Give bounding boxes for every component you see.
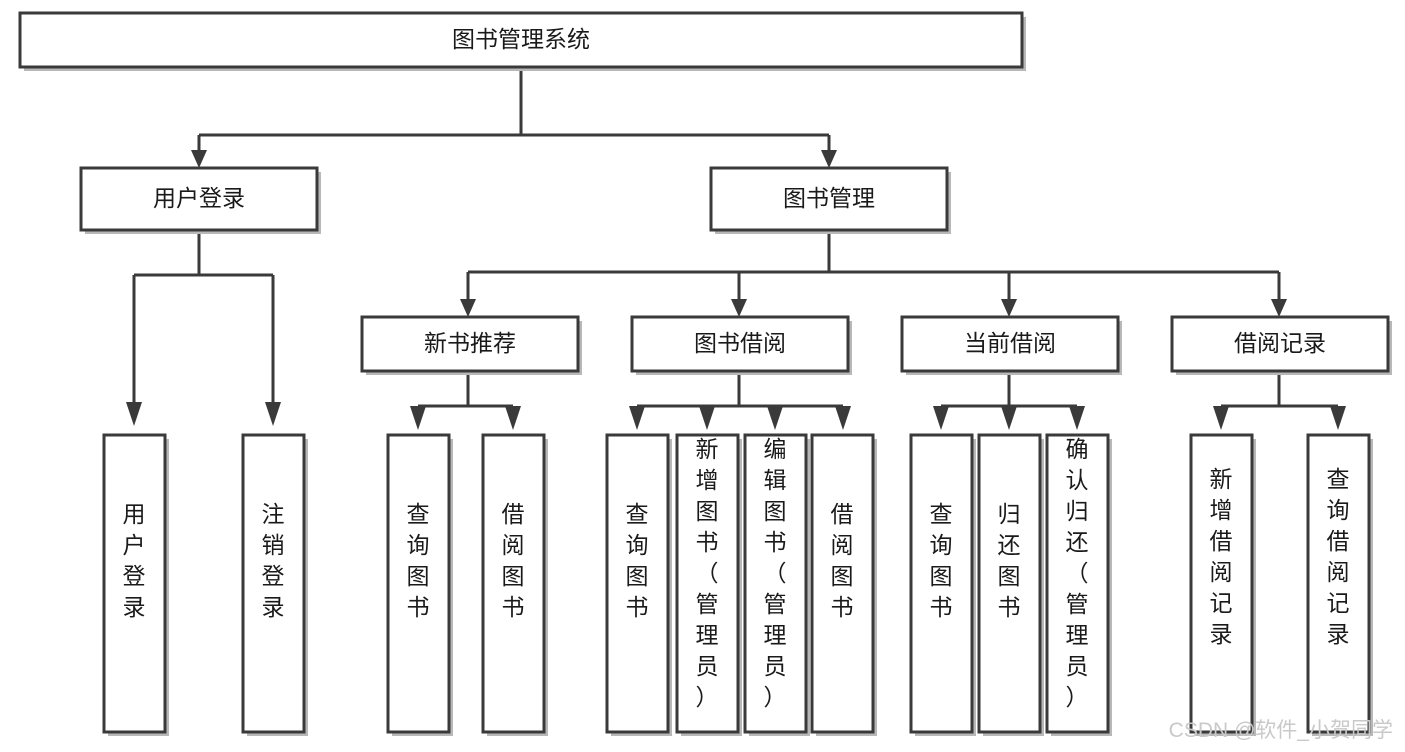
leaf-nb-query-label: 查询图书 xyxy=(407,501,430,620)
connector-group xyxy=(126,67,1346,430)
arrow-book-borrow xyxy=(731,299,747,317)
arrow-br-add xyxy=(1213,406,1229,430)
node-leaf-user-login[interactable]: 用户登录 xyxy=(102,433,169,736)
leaf-br-add-box[interactable] xyxy=(1189,433,1254,734)
borrow-record-label: 借阅记录 xyxy=(1234,330,1326,356)
arrow-cb-query xyxy=(933,406,949,430)
node-leaf-br-query-record[interactable]: 查询借阅记录 xyxy=(1306,433,1373,736)
new-book-recommend-box[interactable] xyxy=(360,315,580,373)
user-login-box[interactable] xyxy=(79,166,319,232)
leaf-bb-edit-box[interactable] xyxy=(743,433,808,734)
node-leaf-cb-return-book[interactable]: 归还图书 xyxy=(977,433,1044,736)
node-book-management[interactable]: 图书管理 xyxy=(709,166,951,234)
node-leaf-logout[interactable]: 注销登录 xyxy=(241,433,308,736)
node-leaf-bb-query-book[interactable]: 查询图书 xyxy=(605,433,672,736)
node-leaf-br-add-record[interactable]: 新增借阅记录 xyxy=(1189,433,1256,736)
leaf-cb-return-box[interactable] xyxy=(977,433,1042,734)
arrow-cb-return xyxy=(1001,406,1017,430)
new-book-recommend-label: 新书推荐 xyxy=(424,330,516,356)
node-leaf-bb-edit-book[interactable]: 编辑图书（管理员） xyxy=(743,433,810,736)
node-current-borrow[interactable]: 当前借阅 xyxy=(900,315,1122,375)
arrow-cb-confirm xyxy=(1069,406,1085,430)
node-leaf-cb-confirm-return[interactable]: 确认归还（管理员） xyxy=(1045,433,1112,736)
leaf-br-query-box[interactable] xyxy=(1306,433,1371,734)
arrow-bb-borrow xyxy=(835,406,851,430)
leaf-br-add-label: 新增借阅记录 xyxy=(1210,466,1233,647)
leaf-cb-query-label: 查询图书 xyxy=(930,501,953,620)
node-leaf-bb-borrow-book[interactable]: 借阅图书 xyxy=(810,433,877,736)
leaf-logout-label: 注销登录 xyxy=(262,501,285,620)
arrow-bb-add xyxy=(699,406,715,430)
leaf-bb-query-label: 查询图书 xyxy=(626,501,649,620)
arrow-bb-query xyxy=(629,406,645,430)
leaf-nb-borrow-box[interactable] xyxy=(481,433,546,734)
leaf-bb-edit-label: 编辑图书（管理员） xyxy=(764,436,787,710)
arrow-user-login xyxy=(191,150,207,168)
leaf-cb-confirm-label: 确认归还（管理员） xyxy=(1066,436,1089,710)
arrow-nb-borrow xyxy=(505,406,521,430)
arrow-leaf-logout xyxy=(265,402,281,426)
node-new-book-recommend[interactable]: 新书推荐 xyxy=(360,315,582,375)
root-box[interactable] xyxy=(18,11,1024,69)
leaf-nb-borrow-label: 借阅图书 xyxy=(502,501,525,620)
leaf-user-login-box[interactable] xyxy=(102,433,167,734)
leaf-br-query-label: 查询借阅记录 xyxy=(1327,466,1350,647)
leaf-bb-query-box[interactable] xyxy=(605,433,670,734)
leaf-bb-add-box[interactable] xyxy=(675,433,740,734)
node-book-borrow[interactable]: 图书借阅 xyxy=(630,315,852,375)
arrow-bb-edit xyxy=(767,406,783,430)
leaf-cb-return-label: 归还图书 xyxy=(998,501,1021,620)
leaf-logout-box[interactable] xyxy=(241,433,306,734)
book-management-label: 图书管理 xyxy=(783,185,875,211)
book-management-box[interactable] xyxy=(709,166,949,232)
book-borrow-label: 图书借阅 xyxy=(694,330,786,356)
arrow-leaf-user-login xyxy=(126,402,142,426)
current-borrow-box[interactable] xyxy=(900,315,1120,373)
node-leaf-nb-borrow-book[interactable]: 借阅图书 xyxy=(481,433,548,736)
leaf-bb-borrow-box[interactable] xyxy=(810,433,875,734)
arrow-borrow-record xyxy=(1271,299,1287,317)
csdn-watermark: CSDN @软件_小贺同学 xyxy=(1169,719,1393,742)
current-borrow-label: 当前借阅 xyxy=(964,330,1056,356)
book-borrow-box[interactable] xyxy=(630,315,850,373)
arrow-new-book xyxy=(460,299,476,317)
borrow-record-box[interactable] xyxy=(1170,315,1390,373)
arrow-book-mgmt xyxy=(821,150,837,168)
node-leaf-cb-query-book[interactable]: 查询图书 xyxy=(909,433,976,736)
leaf-user-login-label: 用户登录 xyxy=(123,501,146,620)
node-leaf-nb-query-book[interactable]: 查询图书 xyxy=(386,433,453,736)
arrow-current-borrow xyxy=(1001,299,1017,317)
leaf-nb-query-box[interactable] xyxy=(386,433,451,734)
leaf-cb-query-box[interactable] xyxy=(909,433,974,734)
arrow-br-query xyxy=(1330,406,1346,430)
node-leaf-bb-add-book[interactable]: 新增图书（管理员） xyxy=(675,433,742,736)
root-label: 图书管理系统 xyxy=(452,26,590,52)
leaf-cb-confirm-box[interactable] xyxy=(1045,433,1110,734)
node-borrow-record[interactable]: 借阅记录 xyxy=(1170,315,1392,375)
user-login-label: 用户登录 xyxy=(153,185,245,211)
leaf-bb-borrow-label: 借阅图书 xyxy=(831,501,854,620)
node-root[interactable]: 图书管理系统 xyxy=(18,11,1026,71)
node-user-login[interactable]: 用户登录 xyxy=(79,166,321,234)
leaf-bb-add-label: 新增图书（管理员） xyxy=(696,436,719,710)
arrow-nb-query xyxy=(410,406,426,430)
